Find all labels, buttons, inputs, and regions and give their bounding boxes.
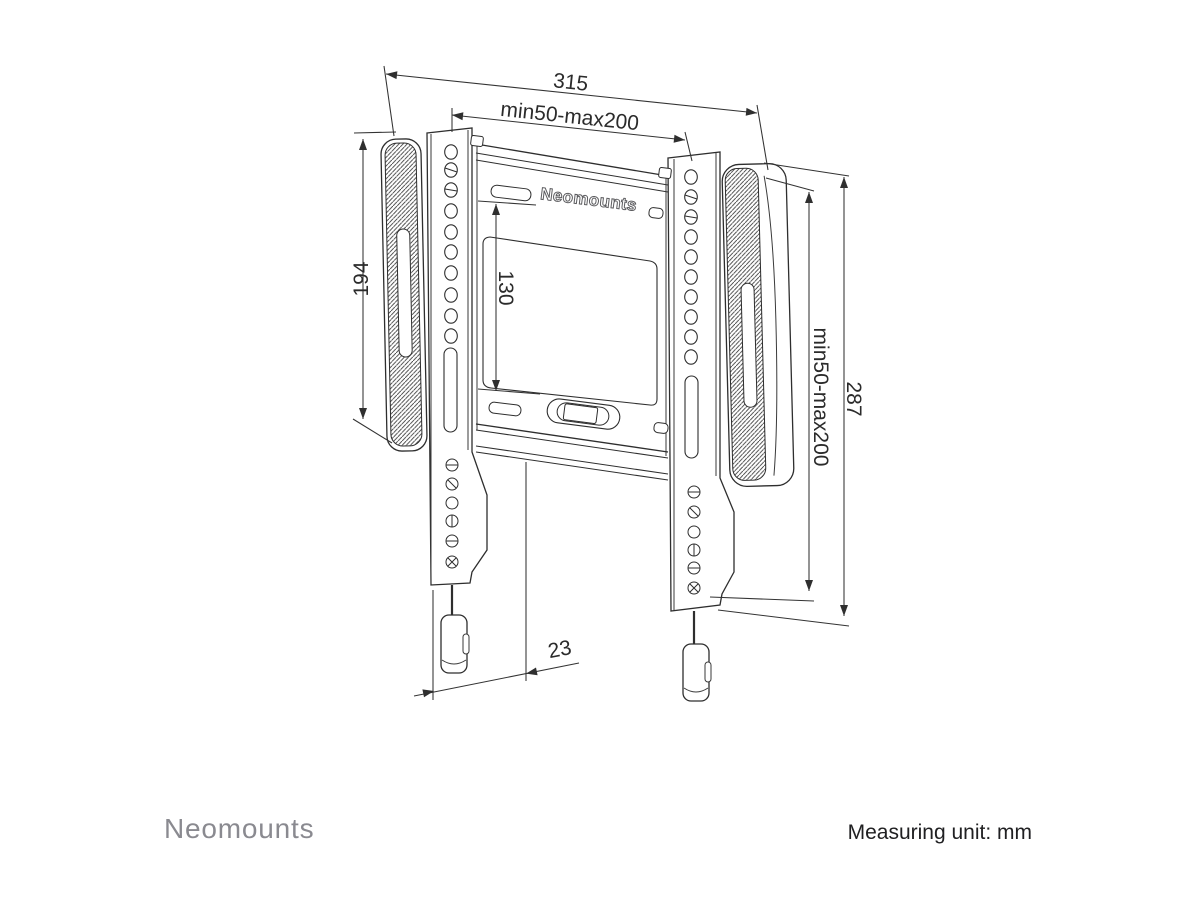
dim-left-height: [352, 131, 397, 444]
dim-label-depth: 23: [546, 636, 573, 663]
dim-depth: [413, 462, 580, 700]
dim-label-total-width: 315: [552, 69, 589, 96]
brand-logo-text: Neomounts: [164, 813, 314, 844]
right-end-cap: [721, 163, 795, 487]
left-rail-screws: [445, 458, 459, 569]
dim-label-left-height: 194: [350, 261, 373, 296]
slider-lock: [546, 398, 621, 430]
dimension-annotations: [352, 65, 850, 700]
dim-label-vesa-height: 130: [494, 270, 517, 305]
dim-vesa-width: [451, 108, 693, 162]
left-rail: [426, 127, 488, 586]
dim-vesa-height-range: [709, 177, 815, 602]
plate-logo-text: Neomounts: [539, 184, 638, 215]
dim-label-vesa-height-range: min50-max200: [809, 328, 832, 467]
dim-total-width: [383, 65, 769, 171]
left-cap-slot: [396, 228, 413, 358]
dim-label-right-height: 287: [842, 381, 865, 416]
wall-plate: Neomounts: [475, 143, 669, 481]
release-cords: [440, 585, 712, 702]
measuring-unit-label: Measuring unit: mm: [848, 821, 1032, 844]
right-rail-screws: [687, 485, 701, 595]
right-release-handle: [682, 643, 712, 702]
right-cap-slot: [740, 282, 758, 408]
left-end-cap: [380, 138, 428, 452]
right-rail-holes: [684, 169, 699, 459]
dim-vesa-height: [477, 200, 541, 395]
dim-right-height: [717, 162, 850, 627]
dim-label-vesa-width: min50-max200: [499, 98, 640, 135]
right-rail: [658, 151, 735, 612]
left-release-handle: [440, 614, 470, 674]
left-rail-holes: [443, 144, 458, 433]
